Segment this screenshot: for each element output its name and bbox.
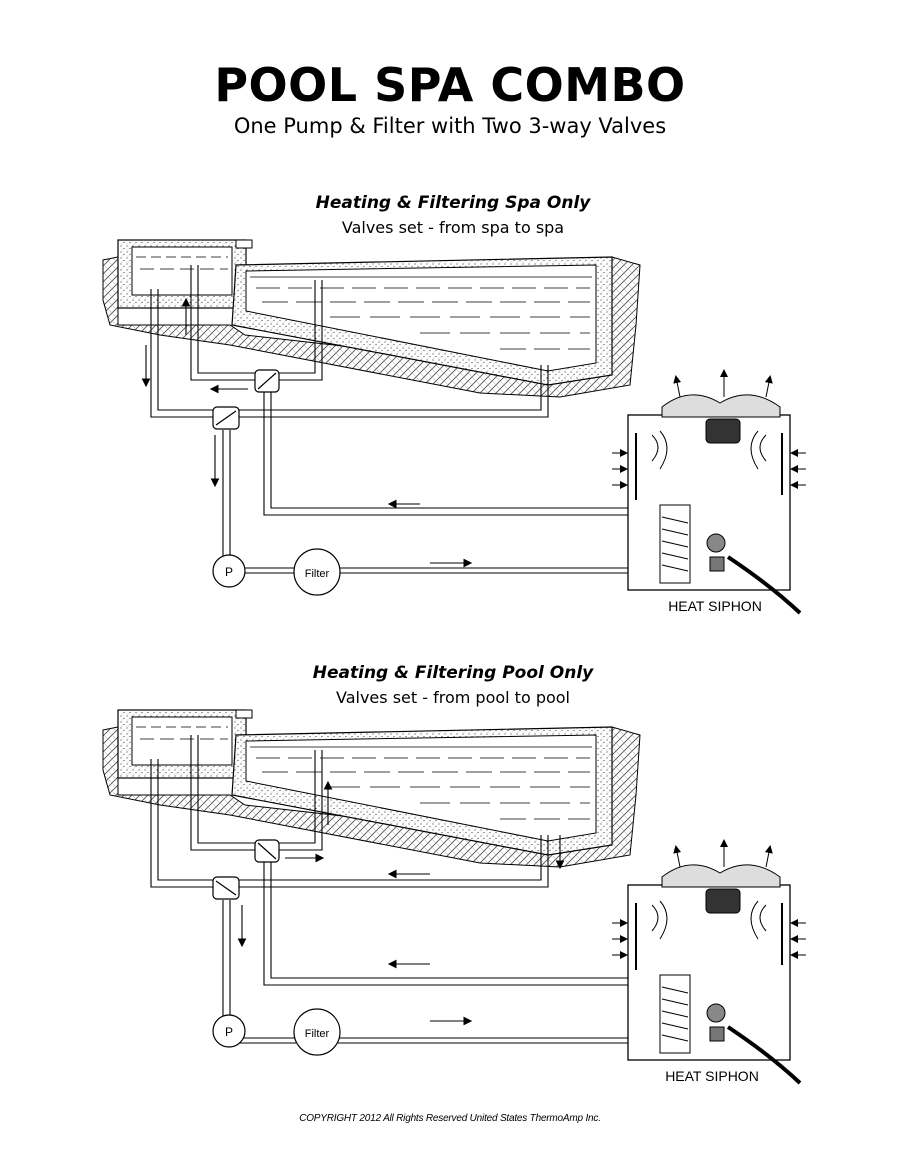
pump-label: P (225, 565, 233, 579)
piping (150, 265, 650, 574)
panel-subheading: Valves set - from spa to spa (341, 218, 565, 237)
flow-arrows (141, 297, 473, 568)
piping (150, 735, 650, 1044)
three-way-valve (254, 839, 280, 863)
heat-siphon-label: HEAT SIPHON (668, 598, 762, 614)
heat-siphon-label: HEAT SIPHON (665, 1068, 759, 1084)
three-way-valve (254, 369, 280, 393)
spa-basin (117, 709, 253, 779)
copyright-notice: COPYRIGHT 2012 All Rights Reserved Unite… (299, 1113, 601, 1124)
filter-label: Filter (305, 1028, 330, 1040)
panel-subheading: Valves set - from pool to pool (336, 688, 570, 707)
page-title: POOL SPA COMBO (214, 58, 686, 112)
page-subtitle: One Pump & Filter with Two 3-way Valves (233, 114, 667, 138)
heat-siphon-unit: HEAT SIPHON (612, 369, 806, 615)
pump: P (212, 1014, 246, 1048)
filter: Filter (293, 548, 341, 596)
ground (102, 726, 641, 868)
plumbing-diagram: P Filter (102, 239, 806, 615)
ground (102, 256, 641, 398)
pool-basin (231, 726, 613, 856)
pump-label: P (225, 1025, 233, 1039)
plumbing-diagram: P Filter (102, 709, 806, 1085)
flow-arrows (237, 780, 565, 1026)
three-way-valve (212, 406, 240, 430)
panel-heading: Heating & Filtering Spa Only (315, 193, 591, 213)
filter: Filter (293, 1008, 341, 1056)
pool-basin (231, 256, 613, 386)
heat-siphon-unit: HEAT SIPHON (612, 839, 806, 1085)
pump: P (212, 554, 246, 588)
diagram-panel-pool: Heating & Filtering Pool Only Valves set… (0, 655, 900, 1115)
diagram-panel-spa: Heating & Filtering Spa Only Valves set … (0, 185, 900, 645)
spa-basin (117, 239, 253, 309)
panel-heading: Heating & Filtering Pool Only (312, 663, 594, 683)
three-way-valve (212, 876, 240, 900)
filter-label: Filter (305, 568, 330, 580)
